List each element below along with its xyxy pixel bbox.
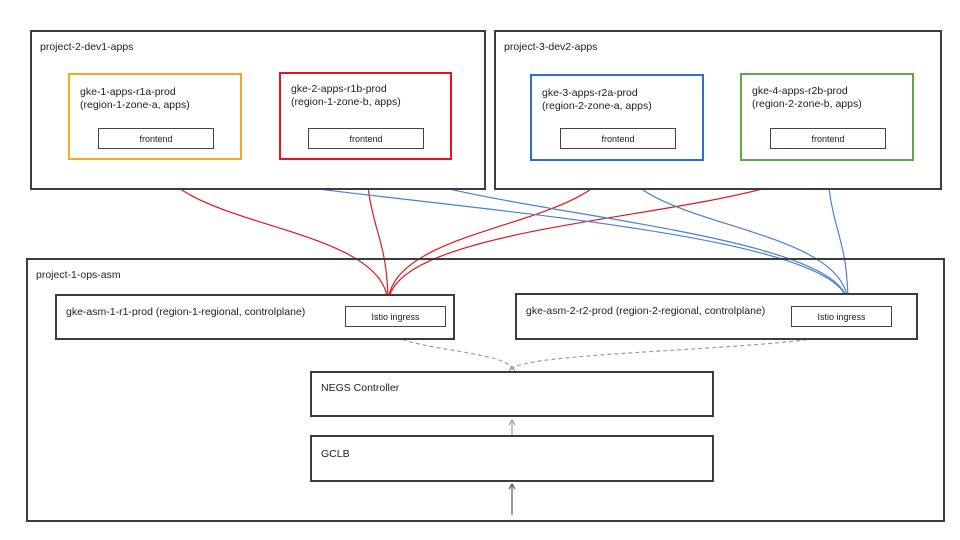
cluster-detail: (region-2-zone-a, apps) xyxy=(542,100,652,112)
cluster-name: gke-1-apps-r1a-prod xyxy=(80,86,176,98)
asm-cluster-2: gke-asm-2-r2-prod (region-2-regional, co… xyxy=(515,293,918,340)
frontend-service: frontend xyxy=(560,128,676,149)
cluster-name: gke-2-apps-r1b-prod xyxy=(291,83,387,95)
istio-ingress-2: Istio ingress xyxy=(791,306,892,327)
cluster-gke-4: gke-4-apps-r2b-prod (region-2-zone-b, ap… xyxy=(740,73,914,161)
project-dev1-title: project-2-dev1-apps xyxy=(40,41,134,53)
negs-controller-label: NEGS Controller xyxy=(321,382,400,394)
cluster-detail: (region-1-zone-b, apps) xyxy=(291,96,401,108)
project-dev2-title: project-3-dev2-apps xyxy=(504,41,598,53)
istio-ingress-1: Istio ingress xyxy=(345,306,446,327)
cluster-detail: (region-1-zone-a, apps) xyxy=(80,99,190,111)
asm-cluster-name: gke-asm-1-r1-prod (region-1-regional, co… xyxy=(66,306,306,318)
asm-cluster-name: gke-asm-2-r2-prod (region-2-regional, co… xyxy=(526,305,766,317)
cluster-name: gke-3-apps-r2a-prod xyxy=(542,87,638,99)
project-ops-box: project-1-ops-asm xyxy=(26,258,945,522)
frontend-service: frontend xyxy=(770,128,886,149)
gclb-box: GCLB xyxy=(310,435,714,482)
gclb-label: GCLB xyxy=(321,448,350,460)
frontend-service: frontend xyxy=(98,128,214,149)
frontend-service: frontend xyxy=(308,128,424,149)
asm-cluster-1: gke-asm-1-r1-prod (region-1-regional, co… xyxy=(55,294,455,340)
project-ops-title: project-1-ops-asm xyxy=(36,269,121,281)
cluster-name: gke-4-apps-r2b-prod xyxy=(752,85,848,97)
negs-controller-box: NEGS Controller xyxy=(310,371,714,417)
cluster-gke-2: gke-2-apps-r1b-prod (region-1-zone-b, ap… xyxy=(279,72,452,160)
cluster-detail: (region-2-zone-b, apps) xyxy=(752,98,862,110)
cluster-gke-1: gke-1-apps-r1a-prod (region-1-zone-a, ap… xyxy=(68,73,242,160)
cluster-gke-3: gke-3-apps-r2a-prod (region-2-zone-a, ap… xyxy=(530,74,704,161)
